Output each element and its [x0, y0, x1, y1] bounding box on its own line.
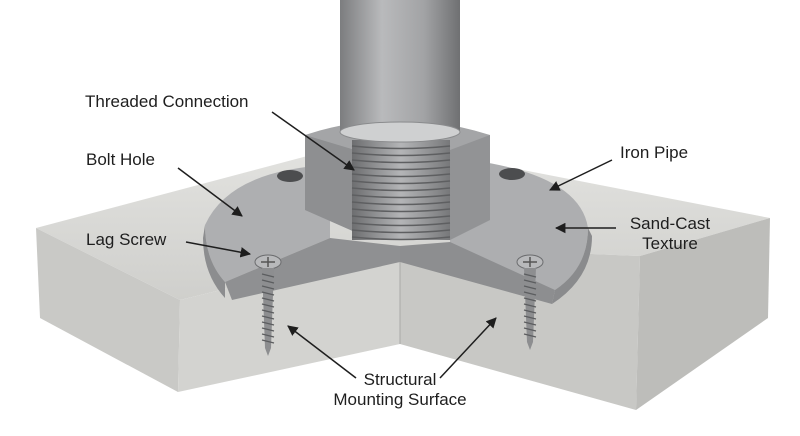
- leader-arrows: [177, 111, 616, 379]
- iron-pipe: [339, 0, 461, 143]
- threads: [351, 140, 451, 241]
- slab-front-left-face: [178, 246, 400, 392]
- arrow-lag-screw: [185, 241, 252, 258]
- slab-front-right-face: [400, 246, 640, 410]
- label-structural-line1: Structural: [363, 370, 437, 389]
- label-structural-line2: Mounting Surface: [333, 390, 467, 409]
- arrow-bolt-hole: [177, 167, 243, 217]
- label-sand-cast-line1: Sand-Cast: [629, 214, 711, 233]
- flange-left-half: [205, 165, 330, 282]
- arrow-surface-right: [439, 317, 497, 379]
- lag-screw-left: [254, 254, 282, 356]
- arrow-surface-left: [287, 325, 357, 379]
- label-sand-cast-line2: Texture: [642, 234, 698, 253]
- label-threaded-connection: Threaded Connection: [85, 92, 249, 111]
- arrow-iron-pipe: [549, 159, 613, 191]
- bolt-hole-left: [277, 170, 303, 182]
- label-lag-screw: Lag Screw: [86, 230, 167, 249]
- slab-left-face: [36, 228, 180, 392]
- slab-right-face: [636, 218, 770, 410]
- label-iron-pipe: Iron Pipe: [620, 143, 689, 162]
- flange-cut-face-right: [400, 242, 555, 304]
- arrow-threaded: [271, 111, 355, 171]
- lag-screw-right: [516, 254, 544, 350]
- bolt-hole-right: [499, 168, 525, 180]
- label-sand-cast-texture: Sand-Cast Texture: [622, 214, 718, 254]
- label-bolt-hole: Bolt Hole: [86, 150, 155, 169]
- label-structural-mounting-surface: Structural Mounting Surface: [316, 370, 484, 410]
